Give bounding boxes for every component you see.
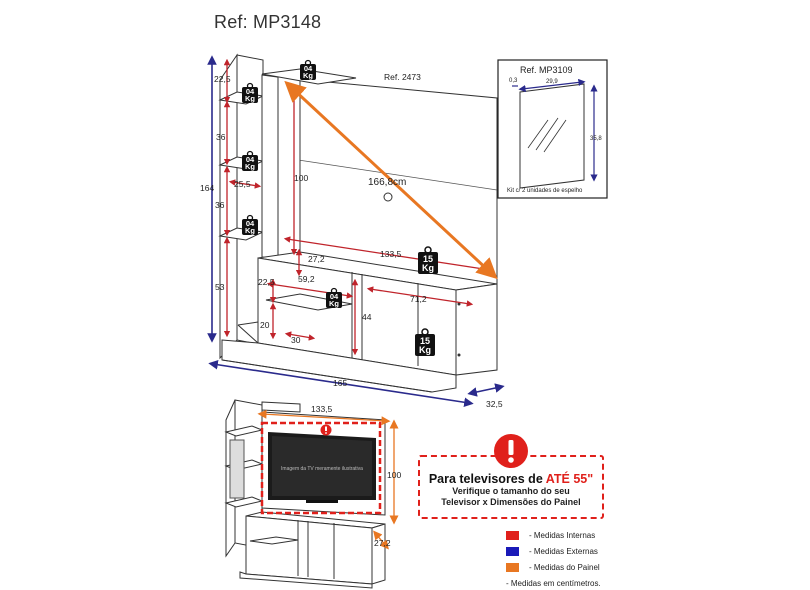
label: Kg — [245, 94, 255, 103]
weight-badge-top: 04 Kg — [300, 59, 316, 80]
mirror-height: 35,8 — [590, 136, 602, 142]
dim-44: 44 — [362, 312, 372, 322]
dim-59-2: 59,2 — [298, 274, 315, 284]
legend-note: - Medidas em centímetros. — [506, 579, 601, 588]
dim-36-b: 36 — [215, 200, 225, 210]
dim-25-5: 25,5 — [234, 179, 251, 189]
legend-item-panel: - Medidas do Painel — [506, 559, 636, 575]
small-dim-width: 133,5 — [311, 404, 333, 414]
exclamation-icon — [494, 434, 528, 468]
mirror-width: 29,9 — [546, 79, 558, 85]
mirror-ref: Ref. MP3109 — [520, 65, 573, 75]
weight-badge-shelf-2: 04 Kg — [242, 150, 258, 171]
warning-line-2: Televisor x Dimensões do Painel — [441, 497, 581, 507]
external-dimensions — [207, 55, 505, 408]
label: 04 — [304, 64, 313, 73]
dim-133-5: 133,5 — [380, 249, 402, 259]
dim-27-2: 27,2 — [308, 254, 325, 264]
label: Kg — [245, 226, 255, 235]
legend-swatch-panel — [506, 562, 519, 572]
dim-36-a: 36 — [216, 132, 226, 142]
dim-166-8: 166,8cm — [368, 177, 406, 188]
dim-32-5: 32,5 — [486, 399, 503, 409]
furniture-main — [218, 53, 498, 393]
label: 15 — [420, 336, 430, 346]
dim-71-2: 71,2 — [410, 294, 427, 304]
legend: - Medidas Internas - Medidas Externas - … — [506, 527, 636, 588]
mirror-note: Kit c/ 2 unidades de espelho — [507, 188, 583, 194]
tv-caption: Imagem da TV meramente ilustrativa — [281, 466, 363, 472]
legend-item-external: - Medidas Externas — [506, 543, 636, 559]
dim-164: 164 — [200, 183, 214, 193]
label: Kg — [245, 162, 255, 171]
legend-swatch-internal — [506, 530, 519, 540]
dim-22-5-low: 22,5 — [258, 277, 275, 287]
diagonal-dimension — [284, 80, 498, 280]
warning-callout: Para televisores de ATÉ 55" Verifique o … — [418, 455, 604, 519]
label: Kg — [303, 71, 313, 80]
panel-ref: Ref. 2473 — [384, 72, 421, 82]
legend-swatch-external — [506, 546, 519, 556]
mirror-box: Ref. MP3109 0,3 29,9 35,8 Kit c/ 2 unida… — [497, 59, 608, 199]
dim-100: 100 — [294, 173, 308, 183]
label: 04 — [330, 292, 339, 301]
label: 15 — [423, 254, 433, 264]
weight-badge-big-bottom: 15 Kg — [415, 328, 435, 356]
warning-title: Para televisores de ATÉ 55" — [428, 472, 594, 486]
dimension-labels: 22,5 36 25,5 36 164 53 100 166,8cm 133,5… — [200, 72, 503, 409]
dim-165: 165 — [333, 378, 347, 388]
legend-item-internal: - Medidas Internas — [506, 527, 636, 543]
label: Kg — [419, 345, 431, 355]
small-dim-depth: 27,2 — [374, 538, 391, 548]
weight-badge-inner: 04 Kg — [326, 287, 342, 308]
small-dim-height: 100 — [387, 470, 401, 480]
weight-badge-big-top: 15 Kg — [418, 246, 438, 274]
weight-badges: 04 Kg 04 Kg 04 Kg 04 Kg — [242, 59, 438, 356]
weight-badge-shelf-1: 04 Kg — [242, 82, 258, 103]
reference-title: Ref: MP3148 — [214, 12, 322, 32]
dim-53: 53 — [215, 282, 225, 292]
weight-badge-shelf-3: 04 Kg — [242, 214, 258, 235]
label: 04 — [246, 219, 255, 228]
warning-line-1: Verifique o tamanho do seu — [452, 486, 570, 496]
label: Kg — [422, 263, 434, 273]
mirror-thickness: 0,3 — [509, 78, 518, 84]
label: Kg — [329, 299, 339, 308]
dim-20: 20 — [260, 320, 270, 330]
dim-30: 30 — [291, 335, 301, 345]
label: 04 — [246, 155, 255, 164]
dim-22-5-top: 22,5 — [214, 74, 231, 84]
label: 04 — [246, 87, 255, 96]
